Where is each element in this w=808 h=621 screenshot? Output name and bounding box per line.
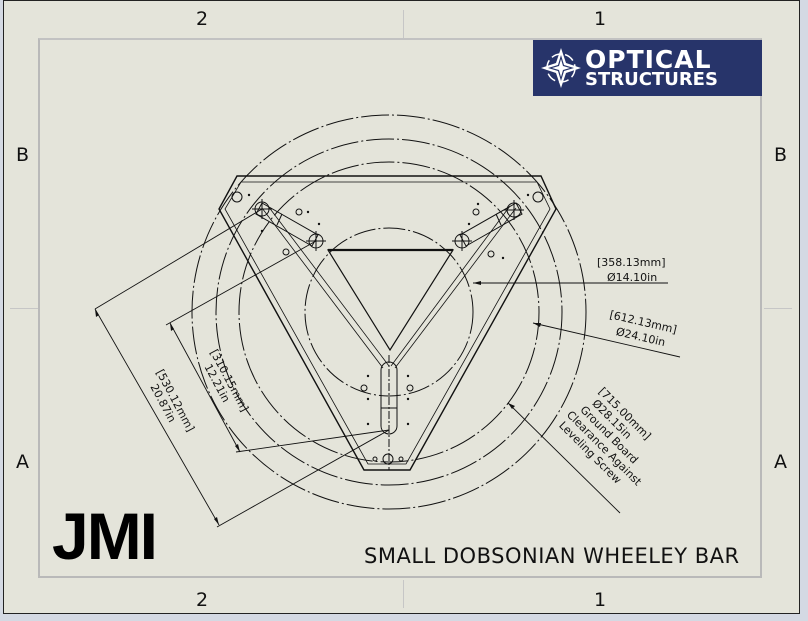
drawing-sheet [3, 0, 800, 614]
long-span-dimension-line [94, 308, 220, 526]
drawing-title: SMALL DOBSONIAN WHEELEY BAR [364, 544, 740, 568]
compass-star-icon [541, 48, 581, 88]
zone-row-a-right: A [774, 451, 787, 473]
zone-column-2-bottom: 2 [196, 589, 209, 611]
zone-column-1-top: 1 [594, 8, 607, 30]
logo-text-line2: STRUCTURES [585, 69, 718, 91]
inner-circle [304, 227, 474, 397]
short-span-dimension-line [169, 322, 241, 453]
outer-circle-leader [507, 402, 621, 514]
outer-clearance-circle [191, 114, 587, 510]
company-mark: JMI [52, 499, 158, 573]
zone-divider-right [764, 308, 792, 309]
zone-row-b-left: B [16, 144, 30, 166]
logo-text-line1: OPTICAL [585, 44, 712, 74]
zone-divider-bottom [403, 580, 404, 608]
middle-circle [215, 138, 563, 486]
zone-divider-top [403, 10, 404, 38]
middle-circle-leader [532, 322, 681, 358]
zone-column-2-top: 2 [196, 8, 209, 30]
triangle-cutout [326, 249, 455, 352]
drawing-border [38, 38, 762, 578]
triangle-plate-outline [218, 175, 557, 471]
zone-divider-left [10, 308, 38, 309]
inner-circle-in: Ø14.10in [607, 271, 657, 284]
bolt-circle [238, 161, 540, 463]
optical-structures-logo: OPTICAL STRUCTURES [533, 40, 762, 96]
zone-row-b-right: B [774, 144, 788, 166]
zone-row-a-left: A [16, 451, 29, 473]
inner-circle-mm: [358.13mm] [597, 256, 666, 269]
zone-column-1-bottom: 1 [594, 589, 607, 611]
